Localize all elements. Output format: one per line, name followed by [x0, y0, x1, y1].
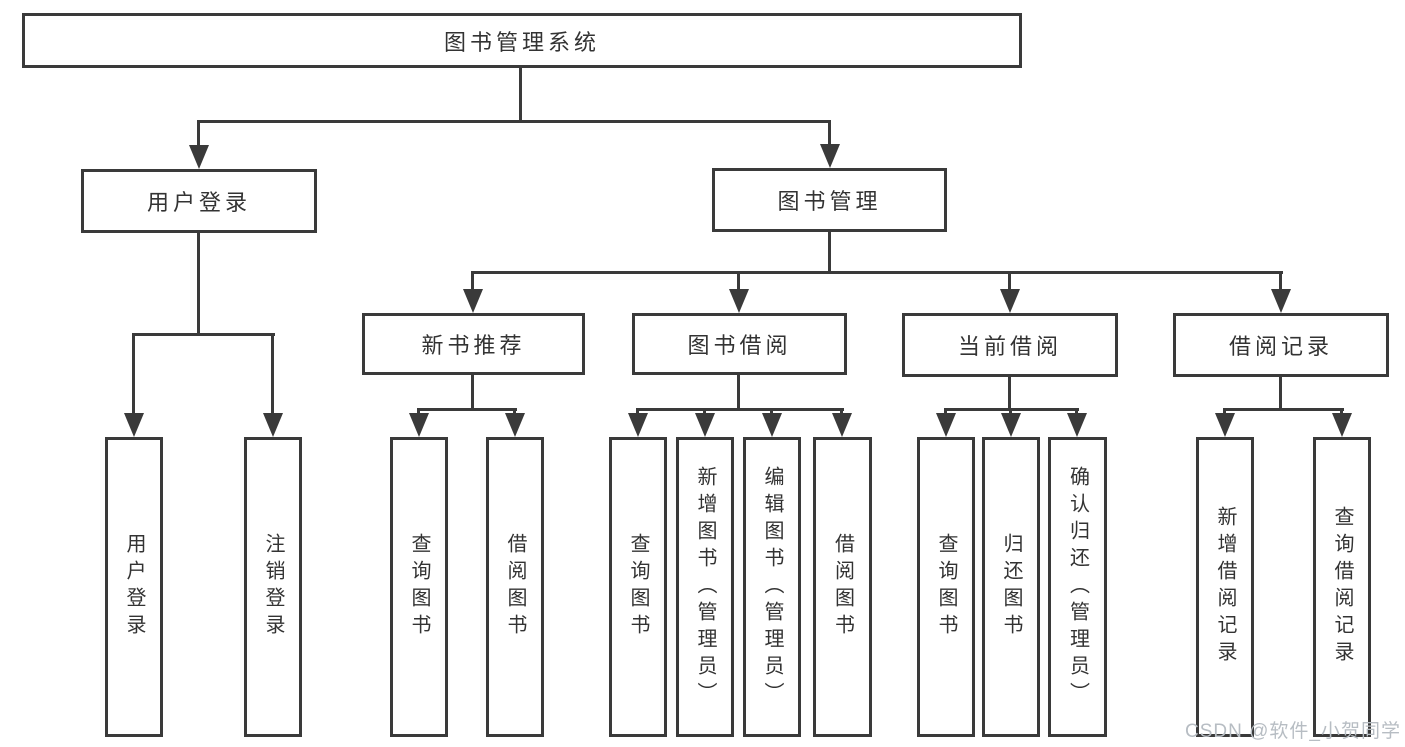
arrow-down-icon	[263, 413, 283, 437]
connector-line	[737, 375, 740, 409]
arrow-down-icon	[1215, 413, 1235, 437]
leaf-newbooks-borrow-book-label: 借阅图书	[504, 533, 526, 641]
csdn-watermark: CSDN @软件_小贺同学	[1185, 721, 1401, 742]
leaf-borrow-borrow-book: 借阅图书	[813, 437, 872, 737]
connector-line	[1223, 408, 1226, 414]
node-borrow-records-label: 借阅记录	[1228, 334, 1333, 359]
arrow-down-icon	[1001, 413, 1021, 437]
leaf-borrow-borrow-book-label: 借阅图书	[831, 533, 854, 641]
connector-line	[840, 408, 843, 414]
node-user-login: 用户登录	[81, 169, 317, 233]
arrow-down-icon	[832, 413, 852, 437]
arrow-down-icon	[505, 413, 525, 437]
arrow-down-icon	[1332, 413, 1352, 437]
leaf-borrow-query-book-label: 查询图书	[627, 533, 649, 641]
connector-line	[197, 233, 200, 334]
node-new-book-recommend-label: 新书推荐	[421, 333, 526, 358]
arrow-down-icon	[1067, 413, 1087, 437]
connector-line	[417, 408, 420, 414]
connector-line	[828, 120, 831, 145]
leaf-user-login: 用户登录	[105, 437, 163, 737]
node-user-login-label: 用户登录	[146, 190, 251, 215]
leaf-newbooks-borrow-book: 借阅图书	[486, 437, 544, 737]
leaf-newbooks-query-book: 查询图书	[390, 437, 448, 737]
leaf-current-return-book-label: 归还图书	[1000, 533, 1022, 641]
arrow-down-icon	[409, 413, 429, 437]
connector-line	[1340, 408, 1343, 414]
connector-line	[471, 271, 474, 289]
leaf-records-query-record-label: 查询借阅记录	[1331, 506, 1353, 668]
arrow-down-icon	[124, 413, 144, 437]
leaf-logout: 注销登录	[244, 437, 302, 737]
node-current-borrow: 当前借阅	[902, 313, 1118, 377]
connector-line	[1008, 271, 1011, 289]
node-book-borrow-label: 图书借阅	[687, 333, 792, 358]
leaf-borrow-edit-book-admin: 编辑图书（管理员）	[743, 437, 801, 737]
arrow-down-icon	[762, 413, 782, 437]
leaf-records-add-record-label: 新增借阅记录	[1214, 506, 1236, 668]
node-book-management-label: 图书管理	[777, 189, 882, 214]
arrow-down-icon	[1271, 289, 1291, 313]
connector-line	[471, 271, 1283, 274]
connector-line	[770, 408, 773, 414]
connector-line	[271, 333, 274, 413]
connector-line	[944, 408, 947, 414]
leaf-borrow-add-book-admin-label: 新增图书（管理员）	[694, 465, 716, 709]
leaf-borrow-add-book-admin: 新增图书（管理员）	[676, 437, 734, 737]
connector-line	[828, 232, 831, 272]
node-new-book-recommend: 新书推荐	[362, 313, 585, 375]
connector-line	[513, 408, 516, 414]
leaf-current-query-book-label: 查询图书	[935, 533, 957, 641]
connector-line	[197, 120, 200, 145]
leaf-records-query-record: 查询借阅记录	[1313, 437, 1371, 737]
connector-line	[1008, 377, 1011, 409]
arrow-down-icon	[695, 413, 715, 437]
connector-line	[197, 120, 831, 123]
connector-line	[417, 408, 517, 411]
connector-line	[1279, 271, 1282, 289]
connector-line	[636, 408, 844, 411]
node-book-borrow: 图书借阅	[632, 313, 847, 375]
connector-line	[1009, 408, 1012, 414]
arrow-down-icon	[463, 289, 483, 313]
connector-line	[636, 408, 639, 414]
connector-line	[471, 375, 474, 409]
node-library-system: 图书管理系统	[22, 13, 1022, 68]
connector-line	[1075, 408, 1078, 414]
node-book-management: 图书管理	[712, 168, 947, 232]
leaf-current-query-book: 查询图书	[917, 437, 975, 737]
arrow-down-icon	[1000, 289, 1020, 313]
leaf-borrow-edit-book-admin-label: 编辑图书（管理员）	[761, 465, 783, 709]
arrow-down-icon	[189, 145, 209, 169]
arrow-down-icon	[936, 413, 956, 437]
leaf-records-add-record: 新增借阅记录	[1196, 437, 1254, 737]
arrow-down-icon	[729, 289, 749, 313]
arrow-down-icon	[628, 413, 648, 437]
leaf-user-login-label: 用户登录	[123, 533, 145, 641]
leaf-current-confirm-return-admin-label: 确认归还（管理员）	[1066, 465, 1089, 709]
leaf-current-confirm-return-admin: 确认归还（管理员）	[1048, 437, 1107, 737]
leaf-logout-label: 注销登录	[262, 533, 284, 641]
connector-line	[703, 408, 706, 414]
connector-line	[519, 68, 522, 121]
leaf-borrow-query-book: 查询图书	[609, 437, 667, 737]
connector-line	[1223, 408, 1344, 411]
connector-line	[132, 333, 135, 413]
connector-line	[132, 333, 275, 336]
node-borrow-records: 借阅记录	[1173, 313, 1389, 377]
arrow-down-icon	[820, 144, 840, 168]
node-current-borrow-label: 当前借阅	[957, 334, 1062, 359]
node-library-system-label: 图书管理系统	[443, 29, 600, 55]
leaf-current-return-book: 归还图书	[982, 437, 1040, 737]
connector-line	[1279, 377, 1282, 409]
leaf-newbooks-query-book-label: 查询图书	[408, 533, 430, 641]
connector-line	[737, 271, 740, 289]
